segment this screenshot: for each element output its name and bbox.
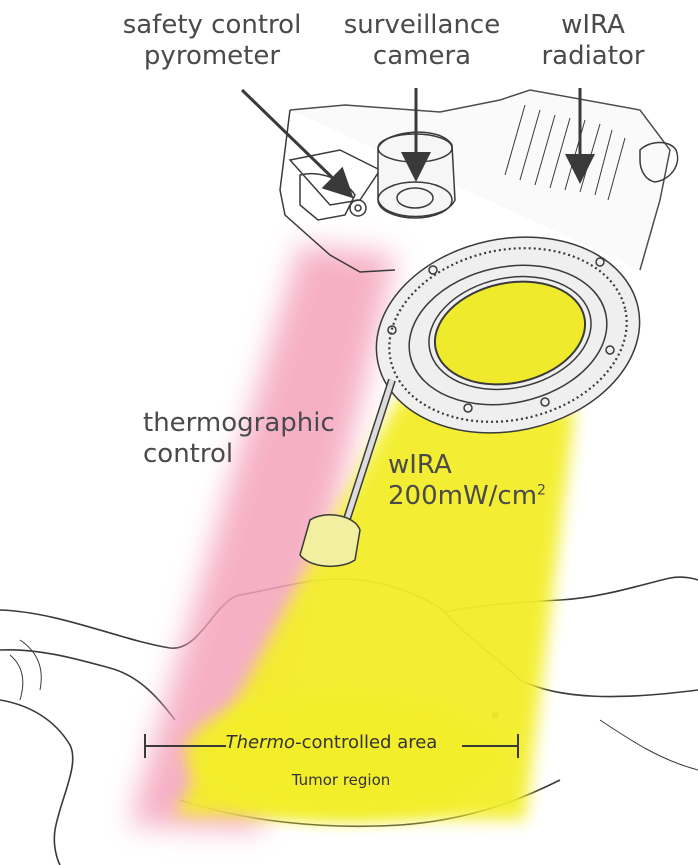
pyrometer-label-line1: safety control xyxy=(122,10,302,40)
radiator-label: wIRA radiator xyxy=(541,10,644,72)
wira-power-exponent: 2 xyxy=(537,482,546,499)
wira-label-line2: 200mW/cm2 xyxy=(388,481,546,512)
wira-beam xyxy=(175,395,575,820)
pyrometer-label-line2: pyrometer xyxy=(143,41,281,72)
thermographic-label-line1: thermographic xyxy=(143,408,335,438)
wira-label-line1: wIRA xyxy=(388,450,452,480)
label-arrows xyxy=(240,88,595,199)
area-text: Thermo-controlled area xyxy=(220,732,444,753)
camera-label: surveillance camera xyxy=(344,10,500,72)
thermographic-label: thermographic control xyxy=(143,408,335,470)
wira-radiator-device-sketch xyxy=(279,89,679,568)
wira-power-label: wIRA 200mW/cm2 xyxy=(388,450,546,512)
thermographic-label-line2: control xyxy=(143,439,234,470)
pyrometer-label: safety control pyrometer xyxy=(123,10,302,72)
radiator-label-line2: radiator xyxy=(541,41,645,72)
camera-label-line1: surveillance xyxy=(343,10,501,40)
radiator-label-line1: wIRA xyxy=(561,10,625,40)
area-dimension-bar xyxy=(144,734,519,758)
area-italic-word: Thermo xyxy=(225,732,296,753)
pyrometer-arrow xyxy=(240,88,354,199)
wira-power-value: 200mW/cm xyxy=(388,481,538,512)
tumor-region-label: Tumor region xyxy=(291,771,391,789)
thermographic-beam xyxy=(130,245,395,830)
camera-label-line2: camera xyxy=(372,41,472,72)
area-rest-words: -controlled area xyxy=(295,732,438,753)
thermo-controlled-area-label: Thermo-controlled area xyxy=(145,732,518,753)
